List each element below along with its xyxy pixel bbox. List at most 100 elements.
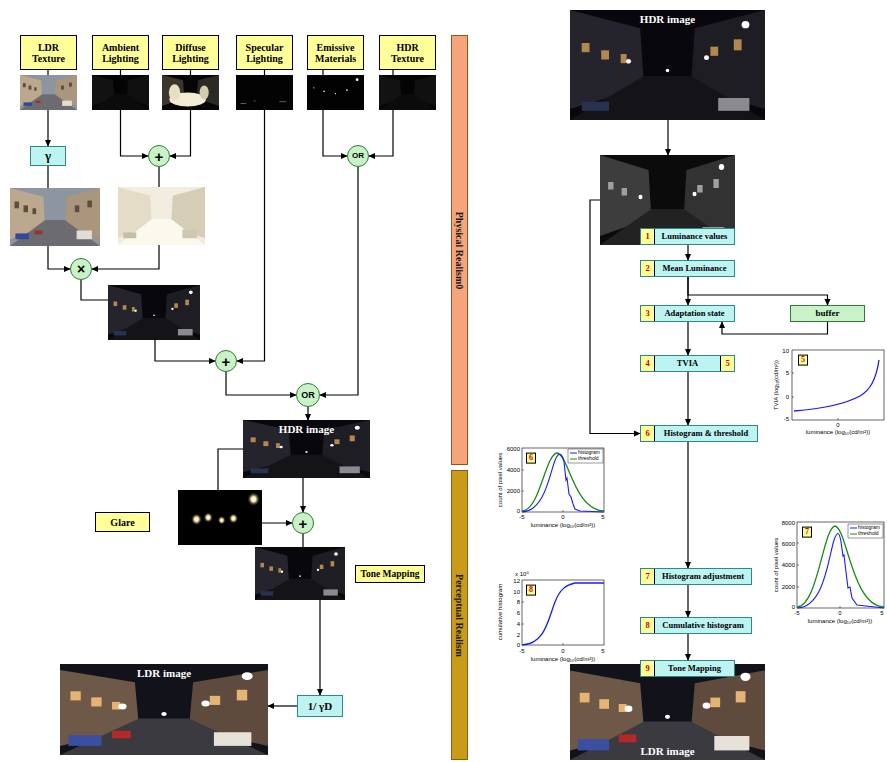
connector-arrow: [722, 322, 828, 334]
step-strip: 1Luminance values: [640, 228, 735, 245]
legend-sample: [850, 534, 857, 535]
tick-label: 5: [786, 370, 789, 377]
image-panel: HDR image: [570, 10, 765, 120]
axis-label: luminance (log₁₀(cd/m²)): [806, 429, 871, 436]
node-label: Adaptation state: [655, 306, 734, 321]
process-box: γ: [30, 146, 66, 166]
gamma-image: [10, 188, 100, 246]
operator-circle: ×: [70, 258, 92, 280]
tick-label: 5: [601, 514, 604, 521]
legend-text: threshold: [578, 456, 599, 462]
lighting-image: [118, 187, 205, 245]
tick-marks: [522, 602, 563, 645]
cumulative-chart: [522, 580, 604, 645]
chart-frame: [797, 522, 884, 608]
tick-label: 8: [517, 599, 520, 606]
tonemap-image: [255, 547, 345, 600]
connector-arrow: [687, 585, 688, 617]
connector-arrow: [268, 705, 297, 706]
process-box: Specular Lighting: [236, 35, 293, 70]
tick-label: 6000: [782, 541, 795, 548]
callout-number: 7: [641, 569, 655, 584]
diffuse-thumbnail: [162, 75, 219, 110]
tick-label: 0: [838, 610, 841, 617]
tick-label: 4000: [507, 467, 520, 474]
step-box: 9Tone Mapping: [640, 660, 735, 677]
tvia-chart: [792, 350, 884, 420]
axis-label: count of pixel values: [497, 453, 504, 507]
legend-frame: [568, 449, 603, 463]
callout-number: 6: [641, 426, 655, 441]
operator-circle: OR: [347, 145, 369, 167]
connector-arrow: [687, 245, 688, 260]
ldr-image: [570, 664, 765, 760]
operator-circle: +: [292, 512, 314, 534]
step-box: 7Histogram adjustment: [640, 568, 752, 585]
connector-arrow: [302, 478, 303, 512]
node-label: HDR Texture: [380, 42, 435, 64]
node-label: OR: [301, 391, 315, 400]
connector-arrow: [226, 372, 296, 395]
callout-number: 3: [641, 306, 655, 321]
image-panel: HDR image: [243, 420, 370, 478]
axis-label: TVIA (log₁₀(cd/m²)): [773, 360, 780, 410]
tick-label: 4000: [782, 562, 795, 569]
connector-arrow: [687, 372, 688, 425]
node-label: +: [222, 354, 231, 369]
tick-label: 2000: [507, 488, 520, 495]
step-box: 3Adaptation state: [640, 305, 735, 322]
stage-band: Perceptual Realism: [451, 470, 468, 760]
tick-label: 10: [782, 348, 789, 355]
legend-sample: [570, 459, 577, 460]
tick-label: 0: [561, 514, 564, 521]
node-label: HDR image: [636, 10, 699, 28]
legend-text: histogram: [578, 450, 600, 456]
process-box: buffer: [790, 305, 865, 322]
glare-image: [178, 490, 262, 545]
callout-number: 6: [526, 453, 536, 464]
process-box: Diffuse Lighting: [162, 35, 219, 70]
node-label: ×: [77, 262, 85, 276]
node-label: OR: [352, 152, 364, 160]
node-label: Ambient Lighting: [93, 42, 148, 64]
tick-label: 4: [517, 621, 520, 628]
tick-label: 8000: [782, 520, 795, 527]
tick-label: 12: [513, 578, 520, 585]
connector-arrow: [237, 70, 265, 361]
connector-arrow: [687, 634, 688, 660]
emissive-thumbnail: [307, 75, 364, 110]
process-box: HDR Texture: [379, 35, 436, 70]
tick-label: -5: [519, 648, 524, 655]
node-label: LDR image: [133, 664, 195, 682]
operator-circle: OR: [296, 383, 320, 407]
callout-number: 4: [641, 356, 655, 371]
callout-number: 2: [641, 261, 655, 276]
tick-label: 5: [880, 610, 883, 617]
callout-number: 8: [526, 585, 536, 596]
chart-frame: [522, 580, 604, 645]
node-label: Histogram adjustment: [655, 569, 751, 584]
node-label: LDR Texture: [21, 42, 76, 64]
legend-frame: [848, 524, 883, 538]
tick-label: 5: [601, 648, 604, 655]
chart-frame: [522, 448, 604, 512]
node-label: Specular Lighting: [237, 42, 292, 64]
node-label: buffer: [814, 309, 842, 319]
tick-label: 10: [513, 589, 520, 596]
node-label: LDR image: [636, 742, 698, 760]
axis-label: count of pixel values: [773, 538, 780, 592]
process-box: Ambient Lighting: [92, 35, 149, 70]
tick-label: x 10⁵: [515, 571, 529, 578]
legend-text: threshold: [858, 531, 879, 537]
image-panel: LDR image: [60, 664, 268, 755]
node-label: Histogram & threshold: [655, 426, 757, 441]
ldr-image: [60, 664, 268, 755]
axis-label: luminance (log₁₀(cd/m²)): [808, 618, 873, 625]
tick-label: 0: [517, 508, 520, 515]
stage-band: Physical Realism0: [451, 35, 468, 465]
callout-number: 7: [802, 527, 812, 538]
product-image: [108, 285, 200, 340]
node-label: Physical Realism0: [454, 211, 465, 289]
